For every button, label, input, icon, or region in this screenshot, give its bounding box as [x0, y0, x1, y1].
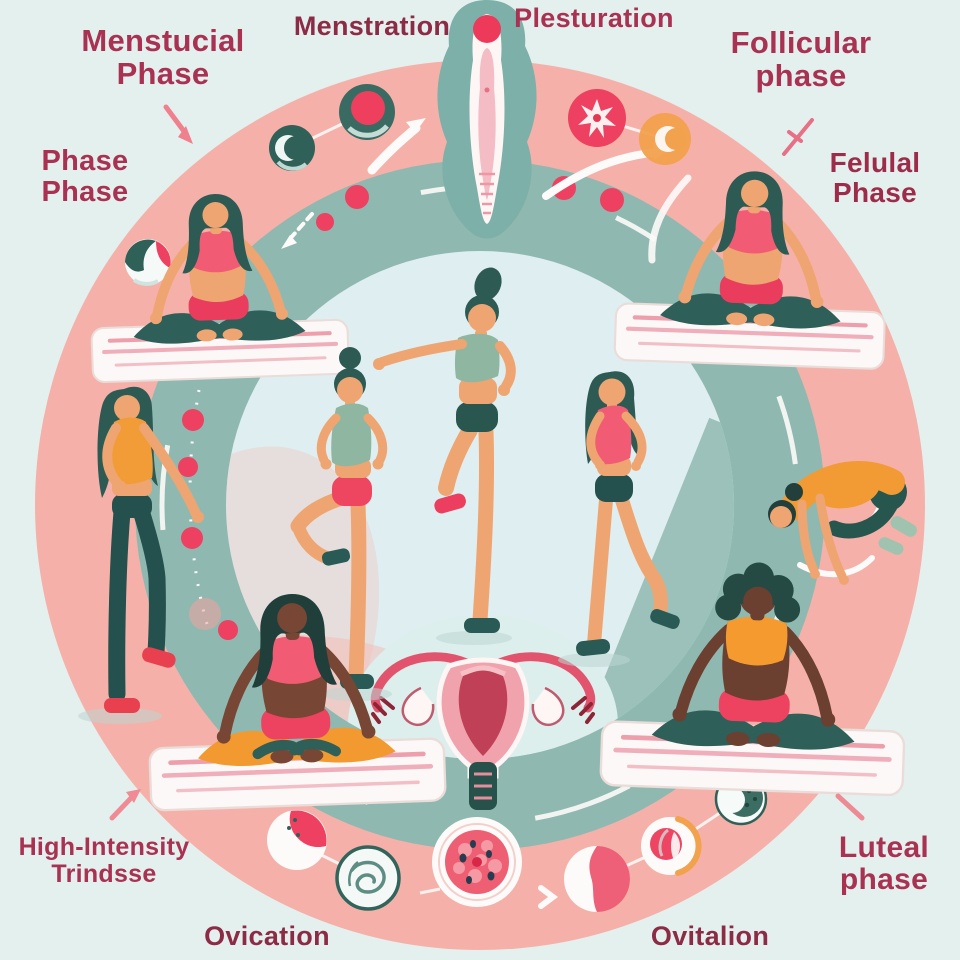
face [741, 179, 769, 208]
label-line: Menstucial [81, 23, 245, 58]
face [337, 377, 363, 403]
label-line: phase [755, 58, 847, 94]
face [114, 395, 140, 421]
label-line: Ovitalion [650, 921, 770, 951]
sneaker [576, 638, 611, 657]
face [598, 378, 626, 406]
figure-high-knee-center [373, 267, 516, 633]
label-felulal-phase: Felulal Phase [829, 147, 921, 209]
label-line: Felulal [829, 147, 921, 178]
dashed-arrowhead-icon [281, 235, 297, 249]
sphere-teal-red-icon [125, 239, 171, 286]
label-line: Ovication [204, 921, 330, 951]
label-line: Phase [41, 145, 129, 177]
shorts [595, 474, 633, 502]
face [770, 506, 792, 528]
label-line: Phase [41, 176, 129, 209]
path-dots [178, 176, 624, 640]
sneaker [434, 493, 466, 514]
figure-shadows [78, 631, 630, 724]
sports-bra [331, 403, 372, 467]
label-line: Plesturation [514, 3, 674, 33]
follicle-crescent-teal-icon [269, 125, 315, 171]
label-ovication: Ovication [204, 921, 330, 951]
hair-bun [339, 347, 361, 369]
face [277, 603, 308, 634]
hair-long [97, 386, 158, 498]
arrowhead-icon [406, 118, 426, 133]
face [202, 202, 229, 229]
label-line: Luteal [838, 831, 930, 864]
figure-meditator-bottom-left [144, 589, 446, 811]
label-phase-phase: Phase Phase [41, 145, 129, 209]
follicle-red-ball-icon [339, 84, 395, 140]
figure-crouch-right [768, 461, 917, 585]
sneaker [890, 516, 917, 537]
cell-cluster-icon [335, 845, 401, 911]
shorts [332, 476, 372, 506]
sneaker [142, 647, 176, 668]
label-line: High-Intensity [18, 833, 190, 861]
pink-arrowhead-icon [126, 789, 141, 803]
label-menstrual-phase: Menstucial Phase [81, 24, 244, 91]
sneaker [464, 618, 500, 633]
shorts [456, 402, 498, 432]
figure-meditator-top-left [87, 190, 349, 383]
face [743, 586, 773, 617]
crescent-orange-rim-icon [641, 816, 702, 876]
vulva-illustration [437, 0, 537, 239]
hair-long [715, 171, 790, 255]
ovum-seeded-icon [432, 817, 522, 907]
label-line: Phase [116, 56, 210, 92]
ponytail [474, 267, 502, 301]
face [468, 304, 496, 332]
flower-burst-icon [568, 89, 626, 147]
label-pointer-arrows [109, 104, 865, 821]
label-follicular-phase: Follicular phase [731, 26, 872, 93]
half-pink-ball-icon [564, 846, 630, 912]
sneaker [650, 608, 680, 630]
uterus-illustration [370, 652, 596, 810]
label-line: phase [839, 863, 929, 897]
ruptured-follicle-icon [267, 810, 327, 870]
label-line: Trindsse [51, 860, 157, 888]
orange-crescent-icon [639, 113, 691, 165]
label-ovitalion: Ovitalion [650, 921, 770, 951]
sports-bra [593, 405, 632, 465]
label-line: Phase [832, 177, 917, 209]
sneaker [104, 698, 140, 713]
label-plesturation: Plesturation [514, 3, 674, 33]
hair-long [251, 593, 337, 688]
chevron-icon [538, 885, 558, 909]
label-line: Follicular [730, 25, 872, 60]
figure-meditator-top-right [614, 167, 889, 369]
figure-meditator-bottom-right [600, 562, 910, 795]
sneaker [878, 537, 904, 555]
figure-balance-mid-left [290, 347, 388, 689]
label-line: Menstration [293, 11, 451, 41]
tank-top [109, 417, 153, 485]
label-luteal-phase: Luteal phase [838, 831, 930, 897]
hair-long [182, 194, 253, 274]
sneaker [321, 548, 351, 566]
figure-walker-left [97, 386, 204, 713]
pink-arrowhead-icon [178, 126, 193, 144]
label-menstration: Menstration [293, 11, 451, 41]
label-high-intensity: High-Intensity Trindsse [19, 834, 190, 888]
cycle-track [159, 174, 801, 826]
figure-runner-center-right [576, 371, 680, 657]
hair-bun [785, 483, 803, 501]
